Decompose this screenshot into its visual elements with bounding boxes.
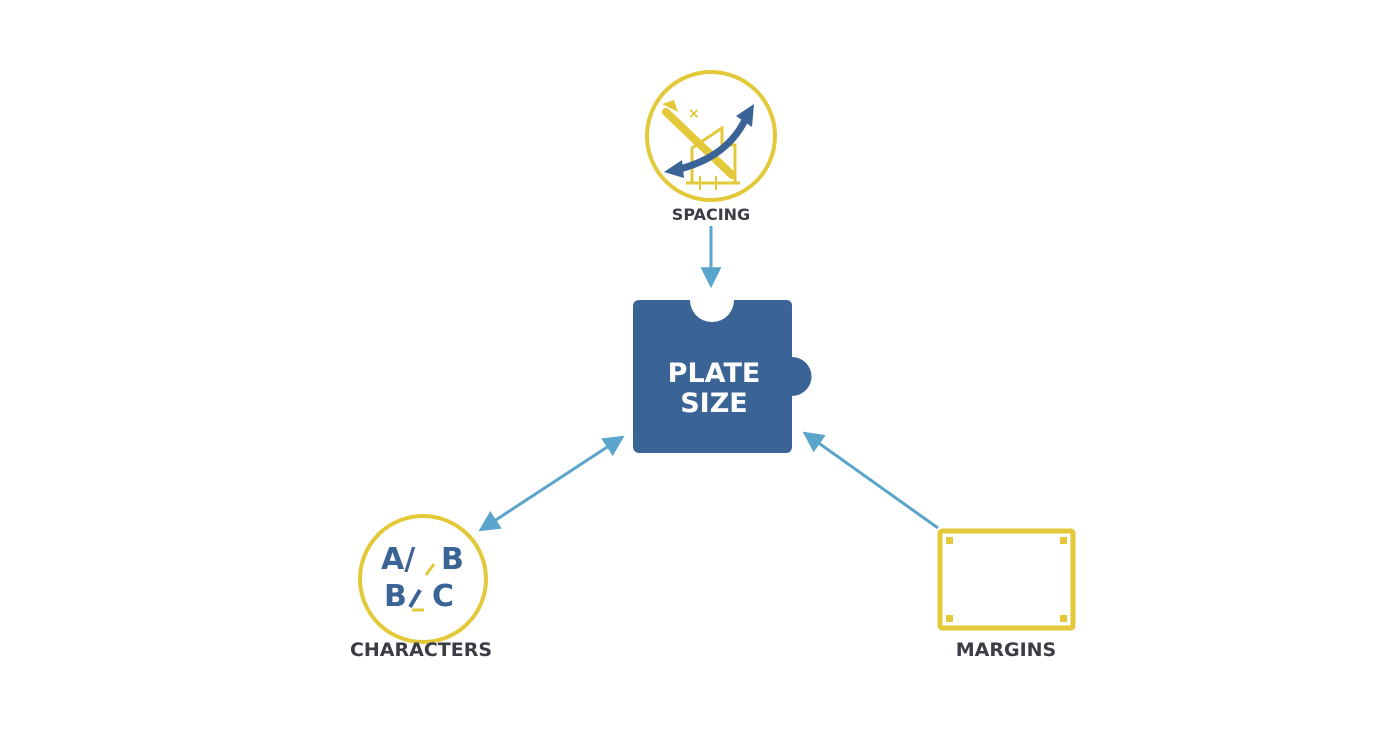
svg-text:×: × [688, 106, 700, 122]
characters-circle [358, 514, 488, 644]
edge-margins-to-plate-size [802, 431, 939, 530]
margins-node: MARGINS [937, 528, 1076, 661]
plate-size-label-line2: SIZE [680, 388, 748, 419]
characters-node: A/ B B C CHARACTERS [350, 514, 492, 661]
margins-label: MARGINS [956, 639, 1057, 661]
spacing-tool-icon: × [662, 100, 754, 190]
edges [478, 226, 939, 532]
spacing-label: SPACING [672, 205, 750, 224]
edge-plate-size-characters [478, 435, 625, 532]
svg-text:B: B [441, 542, 464, 577]
characters-label: CHARACTERS [350, 639, 492, 661]
svg-text:B: B [384, 579, 407, 614]
svg-text:C: C [432, 579, 454, 614]
svg-text:A/: A/ [381, 542, 415, 577]
puzzle-piece-icon [633, 300, 812, 453]
characters-icon: A/ B B C [381, 542, 464, 614]
plate-size-label-line1: PLATE [668, 358, 761, 389]
margins-frame-icon [937, 528, 1076, 631]
spacing-node: × SPACING [645, 70, 777, 224]
plate-size-node: PLATE SIZE [633, 300, 812, 453]
